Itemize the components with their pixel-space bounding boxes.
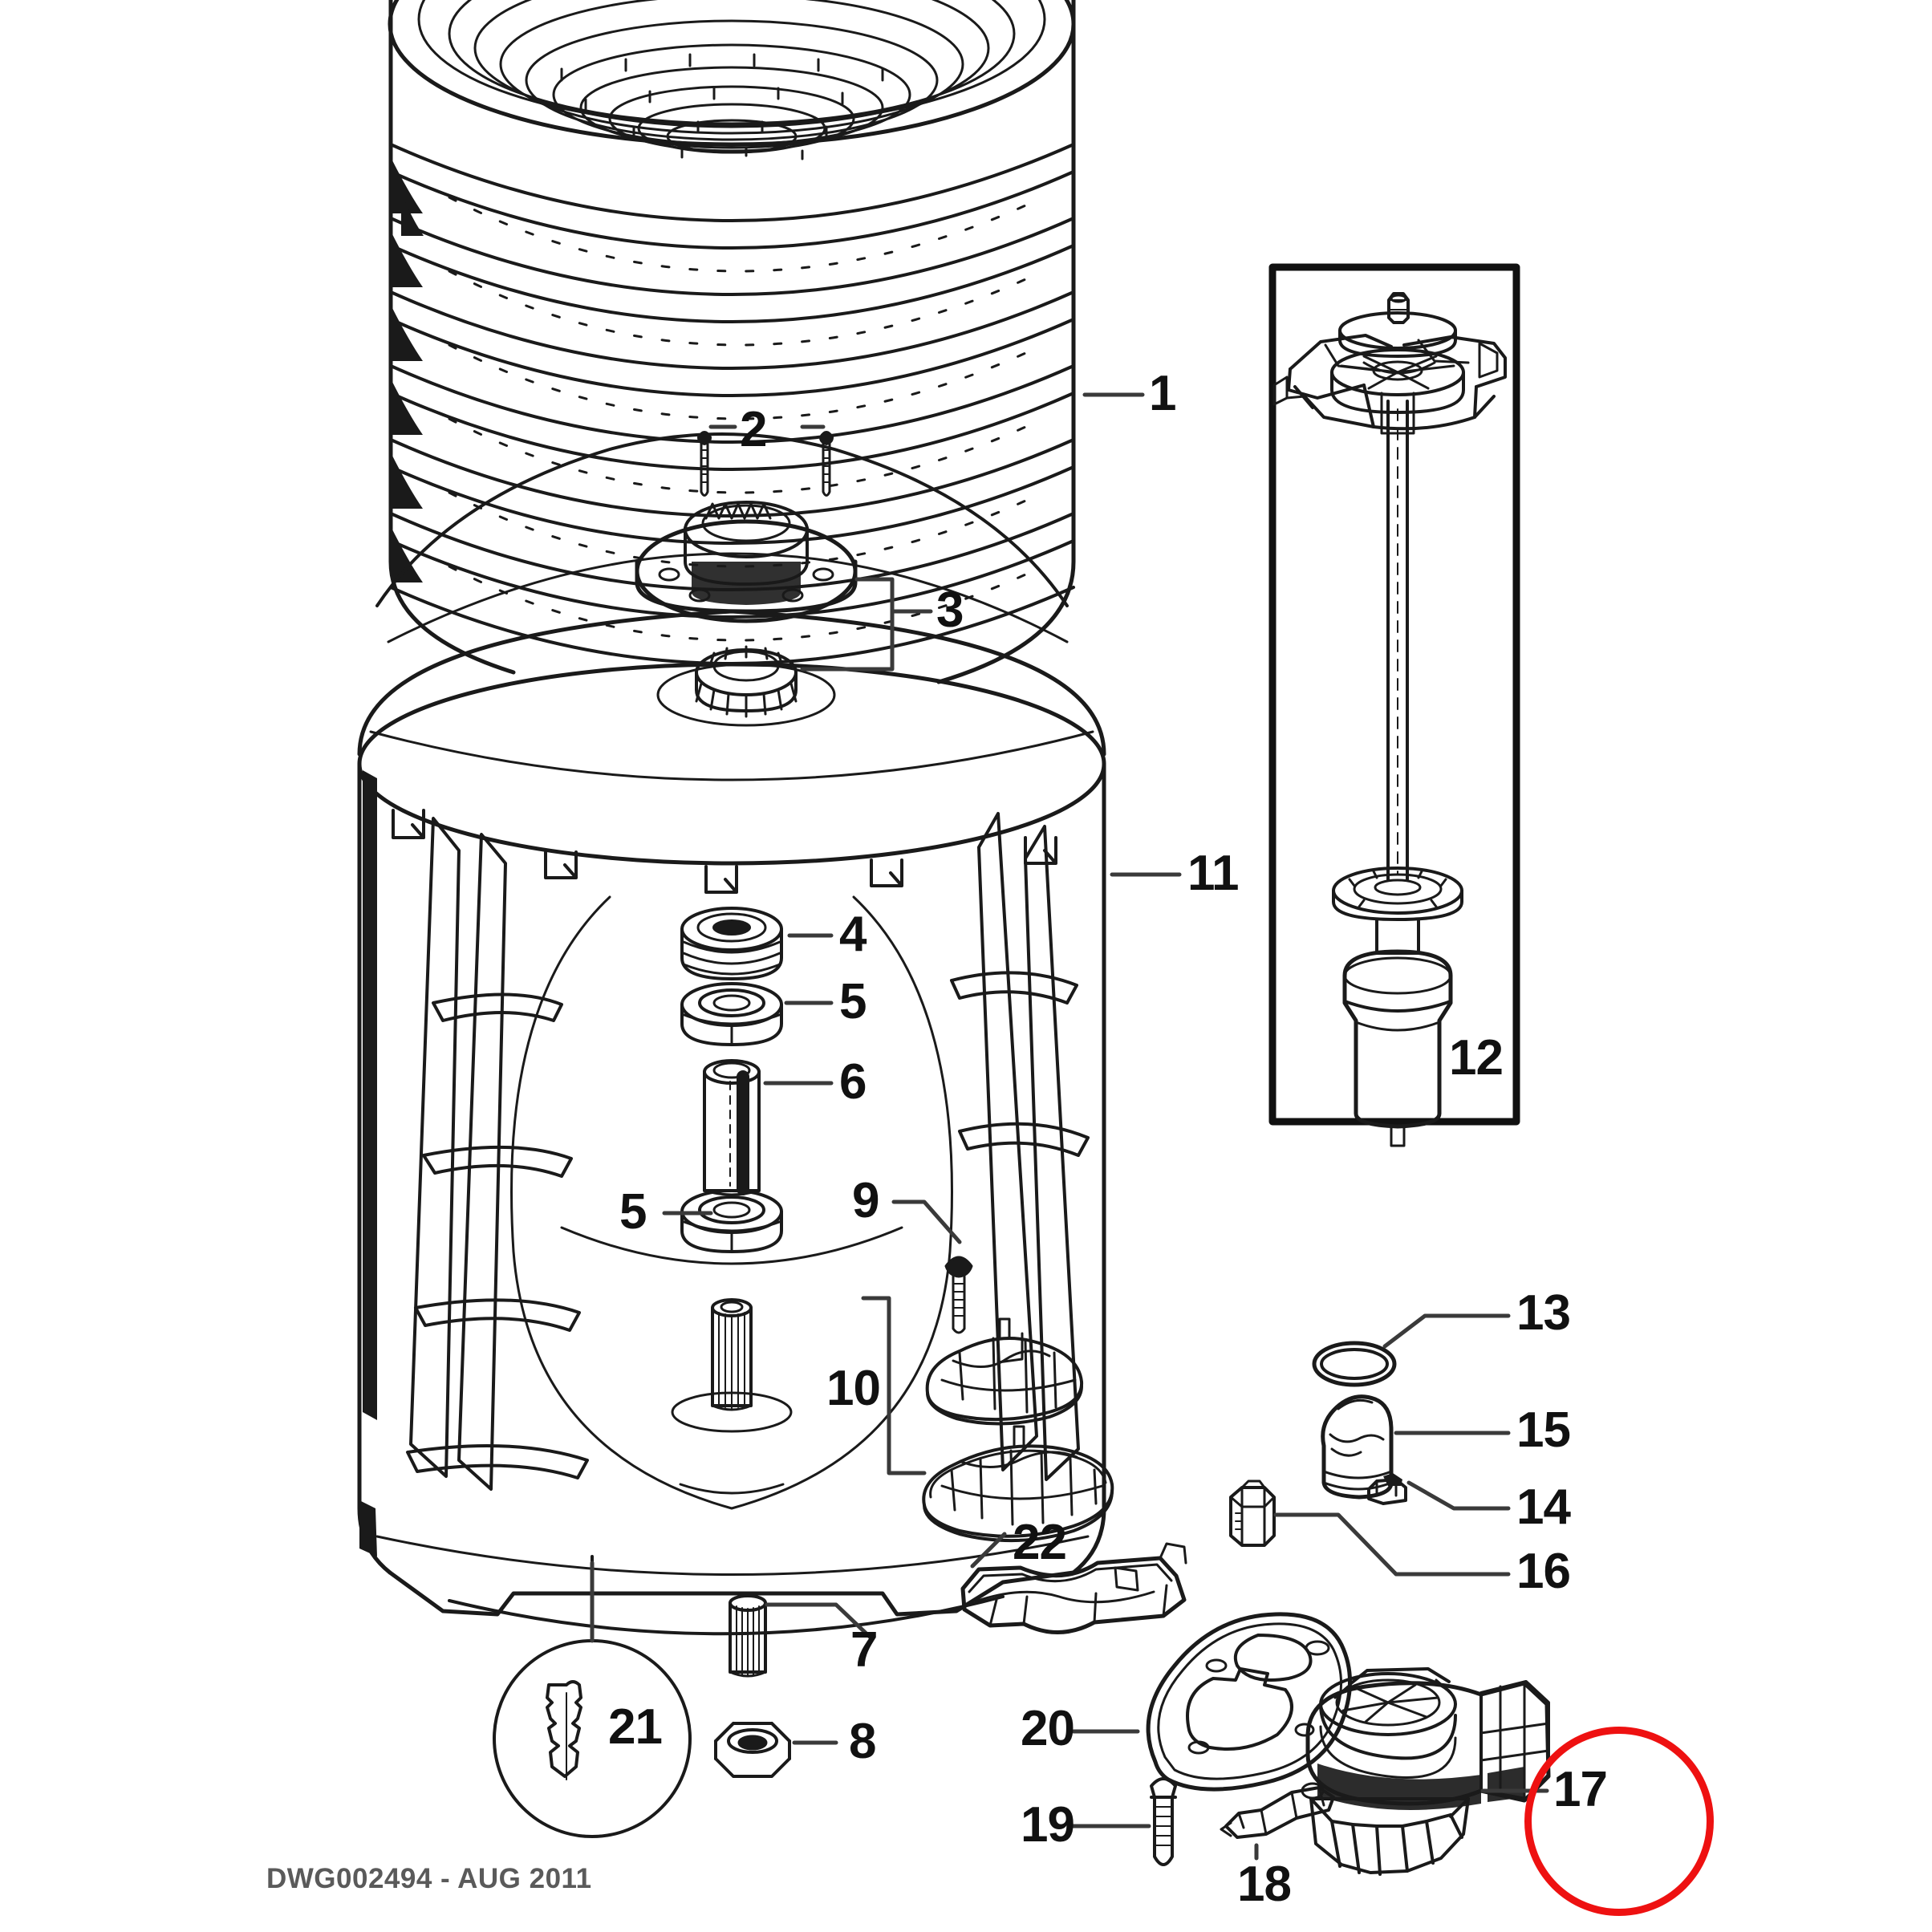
part-shaft-seal [680,907,783,980]
part-o-ring [1312,1341,1397,1387]
part-spacer-tube [703,1059,761,1196]
highlight-ring-17 [1524,1727,1714,1916]
callout-5-lower: 5 [619,1184,647,1240]
callout-18: 18 [1237,1857,1292,1912]
callout-7: 7 [850,1622,878,1678]
part-pump-motor [1305,1667,1551,1876]
part-wash-basket [375,0,1076,684]
callout-6: 6 [839,1054,867,1110]
callout-4: 4 [839,907,867,962]
part-clutch-brake [922,1317,1114,1543]
part-bearing-upper [680,982,783,1046]
callout-9: 9 [852,1173,879,1228]
callout-2: 2 [740,402,767,457]
part-drive-shaft-7 [729,1594,767,1678]
leader-lines [590,392,1549,1861]
part-screw-19 [1150,1777,1177,1866]
callout-13: 13 [1516,1285,1571,1341]
callout-19: 19 [1021,1797,1075,1853]
part-pump-gasket [1146,1612,1352,1792]
callout-14: 14 [1516,1479,1571,1535]
callout-21: 21 [608,1699,663,1755]
part-bearing-lower [680,1189,783,1253]
part-drain-duct [960,1542,1187,1634]
part-inner-shaft [711,1298,753,1411]
callout-5-upper: 5 [839,974,867,1029]
part-suspension-rod [1272,292,1507,1147]
callout-11: 11 [1187,846,1240,901]
part-screw-9 [944,1256,973,1334]
callout-12: 12 [1449,1030,1504,1086]
callout-3: 3 [936,582,964,638]
callout-8: 8 [849,1714,876,1769]
callout-20: 20 [1021,1701,1075,1756]
part-pump-outlet [1321,1394,1394,1500]
callout-22: 22 [1013,1515,1067,1570]
part-hex-nut [714,1722,791,1778]
callout-10: 10 [826,1361,881,1416]
callout-1: 1 [1149,366,1176,421]
callout-15: 15 [1516,1402,1571,1458]
drawing-caption: DWG002494 - AUG 2011 [266,1863,592,1894]
callout-16: 16 [1516,1544,1571,1599]
part-screws-2 [697,431,834,497]
part-clip-14 [1367,1473,1407,1505]
part-pump-lever [1220,1782,1335,1839]
part-clip-16 [1229,1479,1276,1547]
tub-clip-markers [392,809,1057,894]
part-outer-tub [357,609,1106,1636]
